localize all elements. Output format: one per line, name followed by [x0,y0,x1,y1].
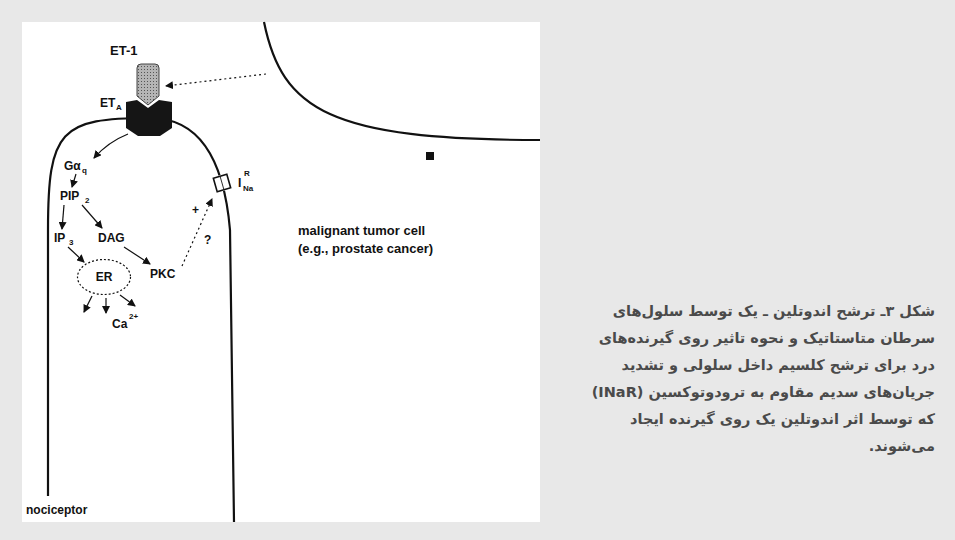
modulation-arrow [182,199,212,266]
ellipse-outline [78,260,131,295]
signal-arrow [72,174,76,187]
question-mark: ? [204,234,211,246]
calcium-release-arrow [105,298,106,313]
subscript: 3 [69,239,73,247]
cell-label: malignant tumor cell (e.g., prostate can… [298,222,453,258]
cell-label: nociceptor [26,504,87,516]
receptor-name: ET [100,97,115,109]
secretion-arrow [166,74,266,86]
signal-arrow [68,247,84,262]
subscript: 2 [85,197,89,205]
nociceptor-membrane [48,118,234,522]
organelle-name: ER [96,271,113,283]
signal-arrow [62,205,64,229]
subscript: q [82,167,87,175]
signal-arrow [124,247,150,264]
subscript: A [116,104,122,112]
subscript: Na [243,185,253,193]
ligand-name: ET-1 [110,44,137,57]
receptor-symbol [126,100,172,136]
signal-arrow [94,134,128,158]
current-name: I [238,177,241,189]
calcium-release-arrow [84,296,92,312]
sign-label: + [192,204,199,216]
ligand-symbol [137,64,159,105]
molecule-name: DAG [98,232,125,244]
signal-arrow [82,205,102,228]
calcium-release-arrow [120,295,135,306]
superscript: 2+ [129,313,138,321]
protein-name: Gα [64,160,81,172]
sodium-channel [212,173,232,193]
secretory-granule [426,152,434,160]
organelle-ellipse: ER [76,258,132,296]
figure-caption: شکل ۳ـ ترشح اندوتلین ـ یک توسط سلول‌های … [573,298,935,460]
tumor-cell-membrane [264,22,540,140]
superscript: R [244,170,250,178]
ion-name: Ca [112,318,127,330]
molecule-name: IP [54,232,65,244]
enzyme-name: PKC [150,268,175,280]
molecule-name: PIP [60,190,79,202]
